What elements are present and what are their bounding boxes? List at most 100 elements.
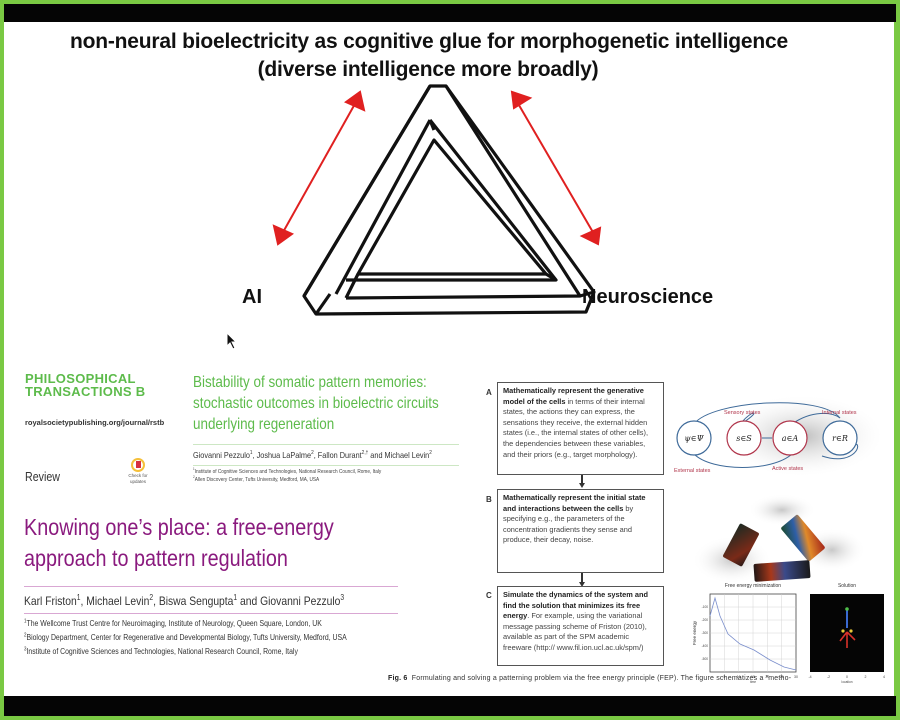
affiliation-sup: 2 <box>193 475 195 480</box>
author-sup: 3 <box>340 593 345 602</box>
step-box-a: Mathematically represent the generative … <box>497 382 664 475</box>
y-tick-label: -400 <box>702 644 709 648</box>
top-letterbox-bar <box>4 4 896 22</box>
cell-left <box>723 523 759 567</box>
author-separator: and <box>237 594 261 608</box>
x-tick-label: 4 <box>883 675 885 679</box>
y-axis-label: Free energy <box>692 620 697 645</box>
label-ai: AI <box>242 286 262 308</box>
title-line: Bistability of somatic pattern memories: <box>193 374 427 391</box>
author-sup: 2 <box>149 593 154 602</box>
author-sup: 2 <box>429 450 432 457</box>
author-sup: 2 <box>311 450 314 457</box>
step-text: . For example, using the variational mes… <box>503 611 647 652</box>
author-name: Biswa Sengupta <box>158 594 234 608</box>
x-tick-label: 20 <box>765 675 769 679</box>
x-tick-label: 30 <box>794 675 798 679</box>
author-separator: , <box>252 450 257 460</box>
affiliation: 3Institute of Cognitive Sciences and Tec… <box>24 647 298 656</box>
figure-caption: Fig. 6 Formulating and solving a pattern… <box>388 675 791 682</box>
author-name: Giovanni Pezzulo <box>260 594 341 608</box>
author-name: Karl Friston <box>24 594 77 608</box>
author-name: Fallon Durant <box>317 450 362 460</box>
penrose-triangle-icon <box>302 84 596 316</box>
node-label: s∈S <box>736 434 752 443</box>
caption-label: Fig. 6 <box>388 675 408 682</box>
step-letter-b: B <box>486 495 492 504</box>
y-tick-label: -500 <box>702 657 709 661</box>
author-sup: 1 <box>76 593 81 602</box>
slide-title-line1: non-neural bioelectricity as cognitive g… <box>70 30 788 53</box>
cell-bottom <box>753 560 811 582</box>
x-tick-label: 10 <box>737 675 741 679</box>
double-arrow-right-icon <box>510 90 602 246</box>
x-tick-label: 2 <box>865 675 867 679</box>
journal-name: PHILOSOPHICAL TRANSACTIONS B <box>25 372 145 398</box>
author-separator: , <box>313 450 318 460</box>
step-bold: Mathematically represent the generative … <box>503 386 644 406</box>
paper-bistability-title: Bistability of somatic pattern memories:… <box>193 372 439 435</box>
divider <box>24 586 398 587</box>
y-tick-label: -100 <box>702 605 709 609</box>
x-tick-label: 5 <box>723 675 725 679</box>
step-bold: Simulate the dynamics of the system and … <box>503 590 648 621</box>
node-label: ψ∈Ψ <box>684 434 704 443</box>
x-tick-label: 0 <box>846 675 848 679</box>
affiliation-sup: 1 <box>193 467 195 472</box>
sol-red-cells <box>839 631 856 648</box>
journal-name-line1: PHILOSOPHICAL <box>25 371 136 386</box>
author-name: Michael Levin <box>86 594 150 608</box>
affiliation: 2Allen Discovery Center, Tufts Universit… <box>193 475 320 483</box>
check-for-updates-badge: Check for updates <box>126 458 150 484</box>
affiliation-text: Allen Discovery Center, Tufts University… <box>194 477 320 483</box>
fe-curve <box>709 596 797 671</box>
node-sensory <box>726 420 762 456</box>
affiliation: 1Institute of Cognitive Sciences and Tec… <box>193 467 382 475</box>
label-sensory-states: Sensory states <box>724 410 761 416</box>
sol-green-cell <box>845 607 849 611</box>
node-active <box>772 420 808 456</box>
journal-url: royalsocietypublishing.org/journal/rstb <box>25 418 165 427</box>
y-tick-label: -200 <box>702 618 709 622</box>
x-axis-label: location <box>842 680 853 684</box>
node-label: a∈A <box>782 434 799 443</box>
x-tick-label: 25 <box>780 675 784 679</box>
solution-plot: Solution -4 -2 0 2 4 location <box>808 583 885 684</box>
sol-yellow-cell <box>841 629 845 633</box>
sol-plot-title: Solution <box>838 583 856 589</box>
node-external <box>676 420 712 456</box>
label-active-states: Active states <box>772 466 803 472</box>
author-separator: , <box>80 594 87 608</box>
title-line: underlying regeneration <box>193 416 335 433</box>
author-name: Michael Levin <box>384 450 430 460</box>
label-internal-states: Internal states <box>822 410 857 416</box>
x-tick-label: -2 <box>827 675 830 679</box>
author-sup: 2,† <box>361 450 369 457</box>
x-tick-label: -4 <box>808 675 811 679</box>
title-line: approach to pattern regulation <box>24 545 288 571</box>
author-separator: and <box>368 450 385 460</box>
double-arrow-left-icon <box>272 90 366 246</box>
divider <box>193 444 459 445</box>
paper-bistability-authors: Giovanni Pezzulo1, Joshua LaPalme2, Fall… <box>193 450 432 460</box>
presentation-slide: non-neural bioelectricity as cognitive g… <box>4 22 894 696</box>
affiliation: 2Biology Department, Center for Regenera… <box>24 633 347 642</box>
affiliation-text: Institute of Cognitive Sciences and Tech… <box>194 469 382 475</box>
bookmark-icon <box>131 458 145 472</box>
step-text: in terms of their internal states, the a… <box>503 396 649 459</box>
down-arrow-icon <box>578 475 586 488</box>
affiliation: 1The Wellcome Trust Centre for Neuroimag… <box>24 619 322 628</box>
check-for-updates-line1: Check for <box>128 473 148 478</box>
node-label: r∈R <box>832 434 848 443</box>
author-name: Joshua LaPalme <box>256 450 312 460</box>
markov-blanket-diagram: ψ∈Ψ s∈S a∈A r∈R Sensory states Internal … <box>674 396 882 476</box>
bottom-letterbox-bar <box>4 696 896 716</box>
journal-name-line2: TRANSACTIONS B <box>25 384 146 399</box>
cells-illustration <box>692 494 866 584</box>
title-line: stochastic outcomes in bioelectric circu… <box>193 395 439 412</box>
author-sup: 1 <box>249 450 253 457</box>
sol-yellow-cell <box>849 629 853 633</box>
y-tick-label: -300 <box>702 631 709 635</box>
